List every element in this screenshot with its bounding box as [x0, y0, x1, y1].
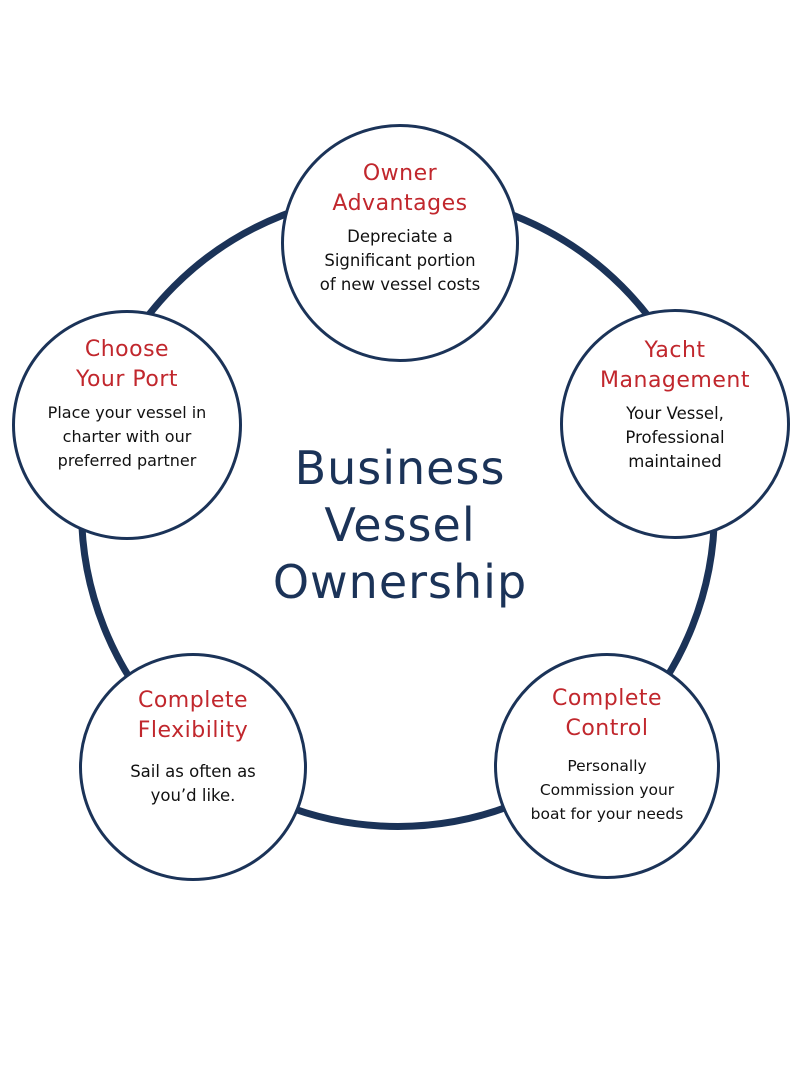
node-description-line: Commission your	[539, 781, 675, 799]
node-description-line: boat for your needs	[530, 805, 684, 823]
node-title-line: Your Port	[75, 367, 179, 392]
node-complete-control: Complete Control Personally Commission y…	[494, 653, 720, 879]
node-description: Sail as often as you’d like.	[82, 760, 304, 808]
node-title: Complete Flexibility	[82, 686, 304, 746]
node-title: Complete Control	[497, 684, 717, 744]
node-choose-your-port: Choose Your Port Place your vessel in ch…	[12, 310, 242, 540]
node-description-line: Professional	[625, 428, 725, 447]
node-description-line: charter with our	[62, 427, 192, 446]
node-title: Choose Your Port	[15, 335, 239, 395]
node-title-line: Complete	[551, 686, 663, 711]
node-description-line: Your Vessel,	[626, 404, 724, 423]
node-title-line: Advantages	[332, 191, 468, 216]
node-description: Your Vessel, Professional maintained	[563, 402, 787, 474]
node-owner-advantages: Owner Advantages Depreciate a Significan…	[281, 124, 519, 362]
center-title-line: Ownership	[272, 555, 528, 609]
node-title-line: Yacht	[644, 338, 706, 363]
node-title-line: Management	[600, 368, 750, 393]
center-title-line: Vessel	[324, 498, 476, 552]
node-title-line: Flexibility	[137, 718, 249, 743]
node-description-line: maintained	[628, 452, 722, 471]
node-description-line: preferred partner	[57, 451, 197, 470]
node-title: Owner Advantages	[284, 159, 516, 219]
node-description-line: you’d like.	[150, 786, 236, 805]
node-description: Personally Commission your boat for your…	[497, 754, 717, 826]
node-yacht-management: Yacht Management Your Vessel, Profession…	[560, 309, 790, 539]
node-description-line: Depreciate a	[347, 227, 453, 246]
node-title-line: Choose	[84, 337, 170, 362]
node-title-line: Owner	[362, 161, 438, 186]
node-description: Depreciate a Significant portion of new …	[284, 225, 516, 297]
node-description-line: Personally	[567, 757, 647, 775]
node-title: Yacht Management	[563, 336, 787, 396]
node-title-line: Control	[565, 716, 649, 741]
center-title-line: Business	[294, 441, 506, 495]
center-title: Business Vessel Ownership	[200, 440, 600, 611]
node-description-line: Sail as often as	[130, 762, 256, 781]
node-description-line: Place your vessel in	[47, 403, 207, 422]
node-complete-flexibility: Complete Flexibility Sail as often as yo…	[79, 653, 307, 881]
node-description-line: of new vessel costs	[319, 275, 481, 294]
node-description-line: Significant portion	[324, 251, 476, 270]
node-title-line: Complete	[137, 688, 249, 713]
node-description: Place your vessel in charter with our pr…	[15, 401, 239, 473]
